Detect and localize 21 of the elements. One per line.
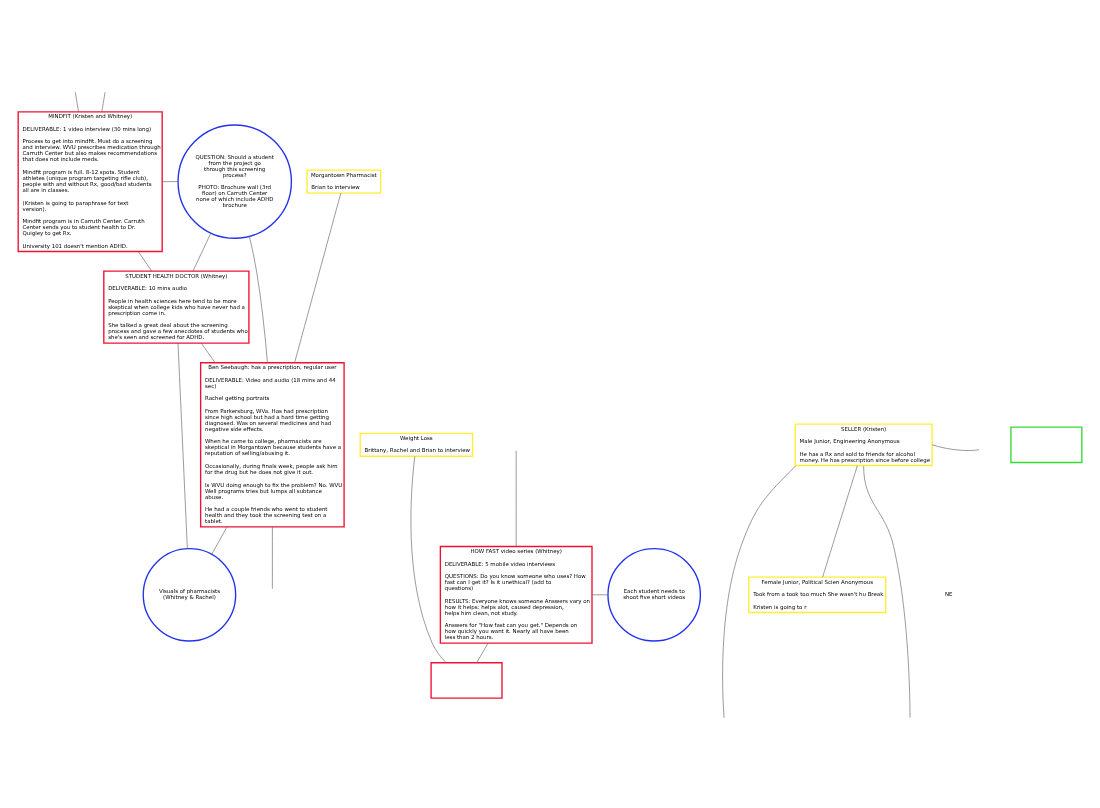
- connector: [162, 180, 179, 181]
- connector: [294, 191, 342, 363]
- node-box: [430, 661, 503, 698]
- connector: [177, 341, 188, 548]
- connector: [410, 455, 447, 662]
- connector: [192, 231, 212, 271]
- connector: [515, 449, 517, 546]
- connector: [201, 341, 216, 362]
- connector: [249, 235, 268, 362]
- connector: [722, 464, 796, 718]
- connector: [101, 90, 106, 112]
- connector: [211, 525, 228, 554]
- connector: [591, 593, 608, 595]
- connector: [272, 525, 273, 589]
- node-box: [1010, 425, 1083, 463]
- connector: [931, 443, 980, 450]
- connector: [137, 250, 153, 271]
- connector: [74, 90, 79, 112]
- connector: [822, 464, 858, 577]
- connector: [476, 642, 489, 662]
- connector: [863, 464, 911, 717]
